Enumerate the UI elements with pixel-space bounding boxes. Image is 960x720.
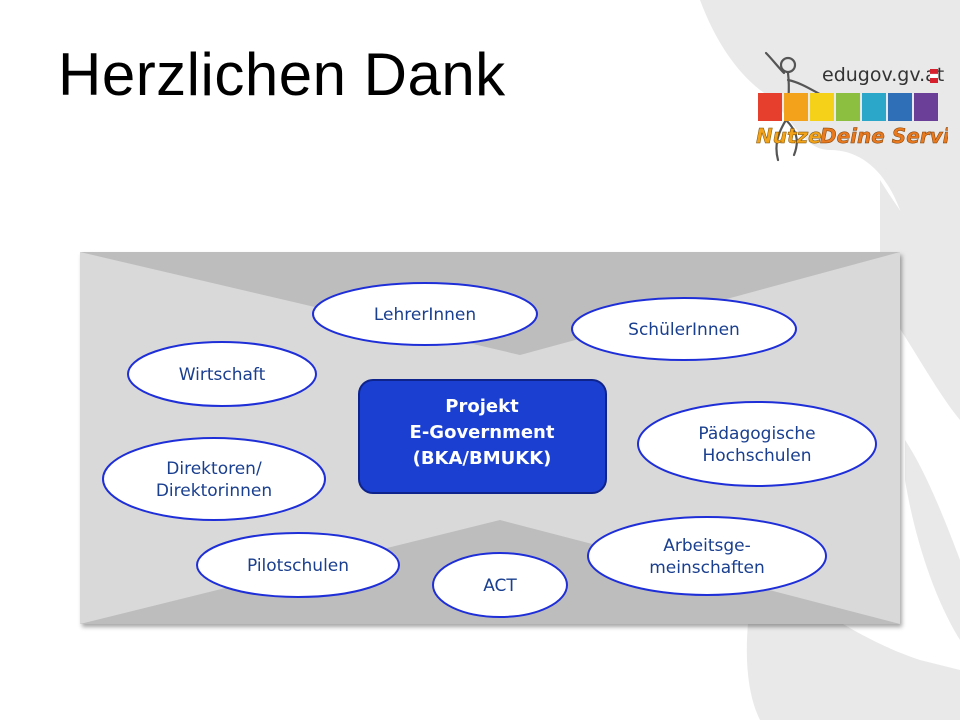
logo-color-stripes xyxy=(758,93,938,121)
node-label: Direktoren/ xyxy=(166,459,262,479)
node-ellipse xyxy=(127,341,317,407)
logo-domain-text: edugov.gv.at xyxy=(822,64,944,86)
logo-tagline-nutze: Nutze xyxy=(756,124,822,148)
center-project-box xyxy=(358,379,607,494)
node-schuelerinnen: SchülerInnen xyxy=(571,297,797,361)
node-wirtschaft: Wirtschaft xyxy=(127,341,317,407)
center-label-line: Projekt xyxy=(445,396,519,417)
node-ellipse xyxy=(196,532,400,598)
flag-red-bottom xyxy=(930,78,938,83)
node-ellipse xyxy=(102,437,326,521)
node-label: Pädagogische xyxy=(698,424,815,444)
edugov-logo: edugov.gv.at Nutze Deine Services xyxy=(756,51,948,162)
logo-stripe xyxy=(888,93,912,121)
logo-stripe xyxy=(784,93,808,121)
node-label: Pilotschulen xyxy=(247,556,349,576)
node-pilotschulen: Pilotschulen xyxy=(196,532,400,598)
logo-stripe xyxy=(836,93,860,121)
node-arbeitsgemeinschaften: Arbeitsge-meinschaften xyxy=(587,516,827,596)
node-ellipse xyxy=(432,552,568,618)
node-act: ACT xyxy=(432,552,568,618)
logo-stripe xyxy=(914,93,938,121)
diagram-nodes: LehrerInnenSchülerInnenWirtschaftPädagog… xyxy=(102,282,877,618)
node-lehrerinnen: LehrerInnen xyxy=(312,282,538,346)
node-label: LehrerInnen xyxy=(374,305,476,325)
node-ellipse xyxy=(571,297,797,361)
node-label: meinschaften xyxy=(649,558,765,578)
slide-title: Herzlichen Dank xyxy=(58,41,506,108)
logo-stripe xyxy=(810,93,834,121)
flag-red-top xyxy=(930,69,938,74)
node-label: Wirtschaft xyxy=(179,365,266,385)
node-label: Direktorinnen xyxy=(156,481,272,501)
node-label: Hochschulen xyxy=(702,446,811,466)
node-label: Arbeitsge- xyxy=(663,536,751,556)
node-label: SchülerInnen xyxy=(628,320,740,340)
node-ellipse xyxy=(587,516,827,596)
node-ellipse xyxy=(637,401,877,487)
node-label: ACT xyxy=(483,576,517,596)
node-direktoren: Direktoren/Direktorinnen xyxy=(102,437,326,521)
logo-tagline-services: Deine Services xyxy=(820,124,948,148)
logo-stripe xyxy=(862,93,886,121)
logo-stripe xyxy=(758,93,782,121)
center-label-line: E-Government xyxy=(410,422,555,443)
center-label-line: (BKA/BMUKK) xyxy=(413,448,552,469)
node-ellipse xyxy=(312,282,538,346)
